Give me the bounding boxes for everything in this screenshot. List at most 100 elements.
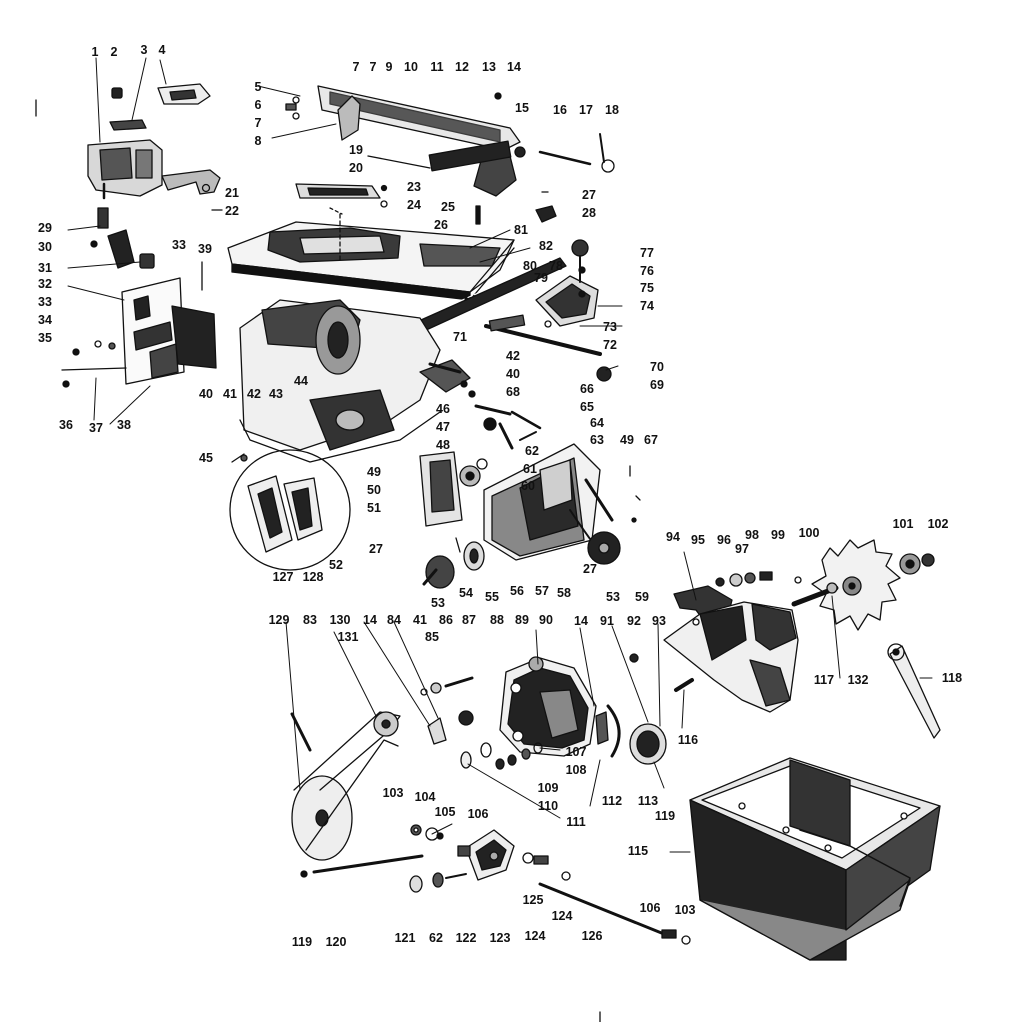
part-label: 74 bbox=[640, 299, 654, 313]
miter-gauge-head bbox=[484, 239, 612, 382]
part-label: 20 bbox=[349, 161, 363, 175]
part-label: 119 bbox=[654, 809, 676, 823]
part-label: 56 bbox=[510, 584, 524, 598]
part-label: 12 bbox=[455, 60, 469, 74]
small-hardware bbox=[455, 380, 641, 553]
motor-mount-bracket bbox=[499, 656, 621, 758]
part-label: 36 bbox=[59, 418, 73, 432]
part-label: 27 bbox=[583, 562, 597, 576]
part-label: 21 bbox=[225, 186, 239, 200]
part-label: 38 bbox=[117, 418, 131, 432]
part-label: 53 bbox=[431, 596, 445, 610]
part-label: 109 bbox=[537, 781, 559, 795]
part-label: 25 bbox=[441, 200, 455, 214]
part-label: 105 bbox=[434, 805, 456, 819]
part-label: 15 bbox=[515, 101, 529, 115]
part-label: 65 bbox=[580, 400, 594, 414]
part-label: 79 bbox=[534, 271, 548, 285]
part-label: 113 bbox=[637, 794, 659, 808]
part-label: 62 bbox=[429, 931, 443, 945]
part-label: 45 bbox=[199, 451, 213, 465]
part-label: 98 bbox=[745, 528, 759, 542]
clamp-plate bbox=[109, 119, 147, 131]
part-label: 124 bbox=[551, 909, 573, 923]
part-label: 51 bbox=[367, 501, 381, 515]
fence-guide-parts bbox=[90, 183, 223, 269]
part-label: 47 bbox=[436, 420, 450, 434]
part-label: 110 bbox=[537, 799, 559, 813]
part-label: 14 bbox=[363, 613, 377, 627]
part-label: 86 bbox=[439, 613, 453, 627]
part-label: 61 bbox=[523, 462, 537, 476]
part-label: 16 bbox=[553, 103, 567, 117]
part-label: 80 bbox=[523, 259, 537, 273]
part-label: 115 bbox=[627, 844, 649, 858]
part-label: 125 bbox=[522, 893, 544, 907]
part-label: 46 bbox=[436, 402, 450, 416]
part-label: 117 bbox=[813, 673, 835, 687]
part-label: 101 bbox=[892, 517, 914, 531]
part-label: 9 bbox=[385, 60, 393, 74]
part-label: 99 bbox=[771, 528, 785, 542]
part-label: 123 bbox=[489, 931, 511, 945]
part-label: 41 bbox=[413, 613, 427, 627]
part-label: 40 bbox=[199, 387, 213, 401]
part-label: 8 bbox=[254, 134, 262, 148]
part-label: 26 bbox=[434, 218, 448, 232]
part-label: 19 bbox=[349, 143, 363, 157]
rear-guide-rail bbox=[285, 85, 615, 197]
part-label: 11 bbox=[430, 60, 444, 74]
part-label: 132 bbox=[847, 673, 869, 687]
part-label: 43 bbox=[269, 387, 283, 401]
part-label: 84 bbox=[387, 613, 401, 627]
part-label: 68 bbox=[506, 385, 520, 399]
part-label: 14 bbox=[574, 614, 588, 628]
part-label: 77 bbox=[640, 246, 654, 260]
part-label: 85 bbox=[425, 630, 439, 644]
motor-pulley-belt bbox=[290, 711, 447, 861]
leader-lines bbox=[67, 57, 933, 853]
part-label: 107 bbox=[565, 745, 587, 759]
part-label: 103 bbox=[674, 903, 696, 917]
part-label: 32 bbox=[38, 277, 52, 291]
part-label: 120 bbox=[325, 935, 347, 949]
part-label: 67 bbox=[644, 433, 658, 447]
part-label: 72 bbox=[603, 338, 617, 352]
part-label: 60 bbox=[521, 479, 535, 493]
miter-bar bbox=[295, 183, 557, 225]
part-label: 69 bbox=[650, 378, 664, 392]
part-label: 27 bbox=[582, 188, 596, 202]
part-label: 63 bbox=[590, 433, 604, 447]
part-label: 121 bbox=[394, 931, 416, 945]
part-label: 92 bbox=[627, 614, 641, 628]
part-label: 35 bbox=[38, 331, 52, 345]
part-label: 33 bbox=[38, 295, 52, 309]
part-label: 6 bbox=[254, 98, 262, 112]
part-label: 37 bbox=[89, 421, 103, 435]
knob-part bbox=[111, 87, 123, 99]
part-label: 10 bbox=[404, 60, 418, 74]
part-label: 128 bbox=[302, 570, 324, 584]
part-label: 44 bbox=[294, 374, 308, 388]
part-label: 7 bbox=[254, 116, 262, 130]
part-label: 111 bbox=[566, 815, 586, 829]
part-label: 7 bbox=[352, 60, 360, 74]
saw-cabinet-base bbox=[239, 299, 471, 463]
part-label: 112 bbox=[601, 794, 623, 808]
arbor-collar bbox=[629, 653, 694, 765]
part-label: 75 bbox=[640, 281, 654, 295]
part-label: 103 bbox=[382, 786, 404, 800]
saw-blade bbox=[791, 539, 935, 631]
part-label: 2 bbox=[110, 45, 118, 59]
part-label: 82 bbox=[539, 239, 553, 253]
part-label: 100 bbox=[798, 526, 820, 540]
part-label: 127 bbox=[272, 570, 294, 584]
part-label: 106 bbox=[467, 807, 489, 821]
part-label: 49 bbox=[620, 433, 634, 447]
part-label: 30 bbox=[38, 240, 52, 254]
part-label: 95 bbox=[691, 533, 705, 547]
part-label: 90 bbox=[539, 613, 553, 627]
part-label: 76 bbox=[640, 264, 654, 278]
